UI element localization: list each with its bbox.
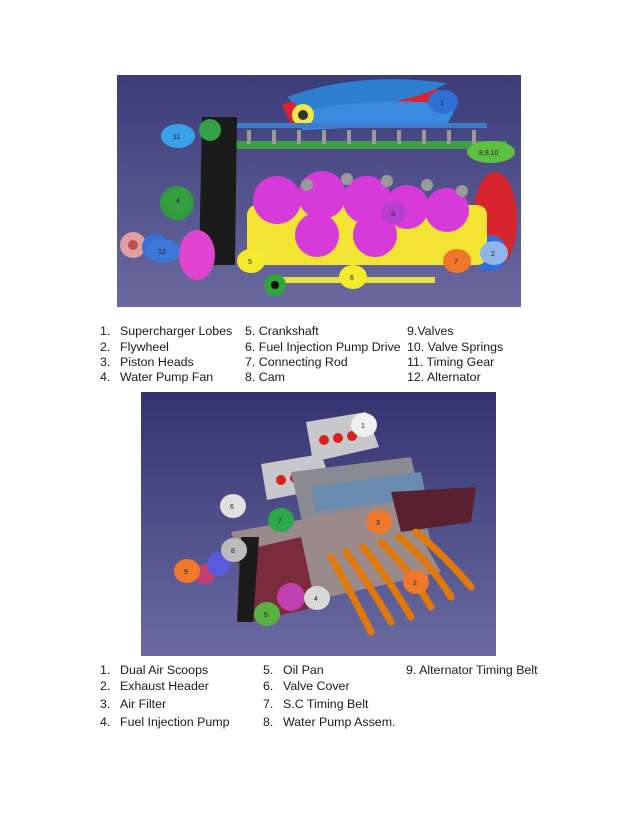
marker-4: 4 [176,198,180,205]
legend-item: 3. Air Filter [100,697,166,713]
legend-item: 9. Alternator Timing Belt [406,663,538,679]
legend-item: 5. Oil Pan [263,663,324,679]
marker-1: 1 [361,423,365,430]
marker-6: 6 [230,504,234,511]
legend-item: 9.Valves [407,324,454,340]
legend-text: Exhaust Header [120,679,209,693]
legend-text: 12. Alternator [407,370,481,384]
marker-12: 12 [158,249,166,256]
marker-6: 6 [350,275,354,282]
legend-text: Piston Heads [120,355,194,369]
marker-8-9-10: 8,9,10 [479,150,499,157]
marker-8: 8 [231,548,235,555]
legend-text: S.C Timing Belt [283,697,369,711]
legend-item: 6. Fuel Injection Pump Drive [245,340,401,356]
legend-number: 7. [263,697,274,711]
legend-item: 10. Valve Springs [407,340,503,356]
legend-text: 9.Valves [407,324,454,338]
legend-item: 2. Exhaust Header [100,679,209,695]
marker-7: 7 [278,518,282,525]
legend-number: 3. [100,697,111,711]
legend-text: 9. Alternator Timing Belt [406,663,538,677]
legend-text: Fuel Injection Pump [120,715,230,729]
legend-text: 7. Connecting Rod [245,355,348,369]
legend-item: 4. Fuel Injection Pump [100,715,230,731]
legend-number: 5. [263,663,274,677]
legend-item: 12. Alternator [407,370,481,386]
legend-item: 7. S.C Timing Belt [263,697,368,713]
marker-5: 5 [248,259,252,266]
marker-1: 1 [440,100,444,107]
marker-3: 3 [391,211,395,218]
legend-number: 4. [100,715,111,729]
legend-number: 2. [100,340,111,354]
legend-number: 3. [100,355,111,369]
engine-illustration-1: 1 2 3 4 5 6 7 8,9,10 11 12 [117,75,521,307]
legend-item: 8. Cam [245,370,285,386]
legend-text: 8. Cam [245,370,285,384]
legend-item: 7. Connecting Rod [245,355,348,371]
legend-item: 2. Flywheel [100,340,169,356]
legend-text: Water Pump Fan [120,370,214,384]
legend-text: Flywheel [120,340,169,354]
legend-number: 1. [100,663,111,677]
legend-item: 1. Supercharger Lobes [100,324,232,340]
legend-text: 6. Fuel Injection Pump Drive [245,340,401,354]
marker-5: 5 [264,612,268,619]
legend-item: 1. Dual Air Scoops [100,663,208,679]
figure2-legend: 1. Dual Air Scoops 2. Exhaust Header 3. Air… [100,663,540,733]
legend-text: Water Pump Assem. [283,715,396,729]
engine-render-2: 1 2 3 4 5 6 7 8 9 [141,392,496,656]
legend-item: 3. Piston Heads [100,355,194,371]
engine-illustration-2: 1 2 3 4 5 6 7 8 9 [141,392,496,656]
legend-number: 1. [100,324,111,338]
legend-text: Valve Cover [283,679,350,693]
legend-number: 8. [263,715,274,729]
figure1-markers: 1 2 3 4 5 6 7 8,9,10 11 12 [146,90,515,289]
marker-7: 7 [454,259,458,266]
legend-text: Supercharger Lobes [120,324,233,338]
marker-11: 11 [173,134,180,141]
marker-2: 2 [413,580,417,587]
marker-2: 2 [491,251,495,258]
legend-item: 5. Crankshaft [245,324,319,340]
legend-text: 11. Timing Gear [407,355,495,369]
legend-number: 2. [100,679,111,693]
marker-3: 3 [376,520,380,527]
legend-item: 8. Water Pump Assem. [263,715,395,731]
legend-text: Air Filter [120,697,167,711]
legend-item: 6. Valve Cover [263,679,350,695]
legend-text: Dual Air Scoops [120,663,209,677]
legend-number: 4. [100,370,111,384]
figure1-legend: 1. Supercharger Lobes 2. Flywheel 3. Piston… [100,324,540,390]
legend-text: 10. Valve Springs [407,340,504,354]
legend-item: 11. Timing Gear [407,355,494,371]
legend-number: 6. [263,679,274,693]
legend-item: 4. Water Pump Fan [100,370,213,386]
figure2-markers: 1 2 3 4 5 6 7 8 9 [174,413,429,626]
marker-4: 4 [314,596,318,603]
engine-render-1: 1 2 3 4 5 6 7 8,9,10 11 12 [117,75,521,307]
marker-9: 9 [184,569,188,576]
legend-text: 5. Crankshaft [245,324,319,338]
legend-text: Oil Pan [283,663,324,677]
